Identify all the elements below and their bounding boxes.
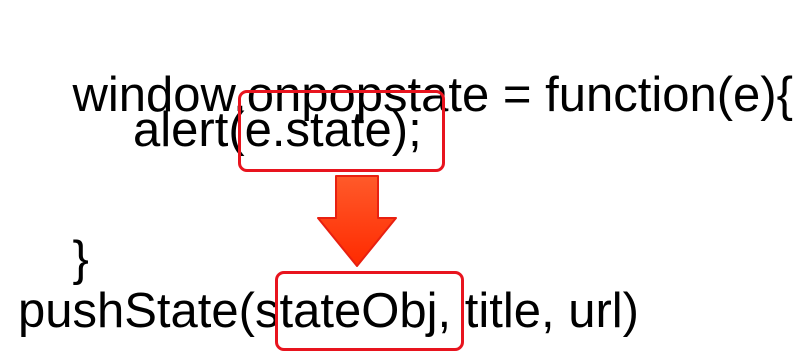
- code-text-pushstate: pushState: [18, 284, 239, 338]
- code-text-alert: alert: [133, 103, 229, 157]
- code-text-semicolon: ;: [408, 103, 422, 157]
- code-text-params: , title, url): [437, 284, 639, 338]
- code-line-alert: alert(e.state);: [133, 106, 422, 155]
- code-line-pushstate: pushState(stateObj, title, url): [18, 287, 639, 336]
- code-text-onpopstate: window.onpopstate = function(e){: [72, 68, 793, 122]
- code-text-closing-brace: }: [72, 232, 89, 286]
- arrow-down-icon: [317, 175, 397, 267]
- code-text-e-state: (e.state): [228, 103, 409, 157]
- code-line-onpopstate: window.onpopstate = function(e){: [18, 22, 793, 169]
- code-text-stateobj: (stateObj: [238, 284, 438, 338]
- code-line-closing-brace: }: [18, 186, 89, 333]
